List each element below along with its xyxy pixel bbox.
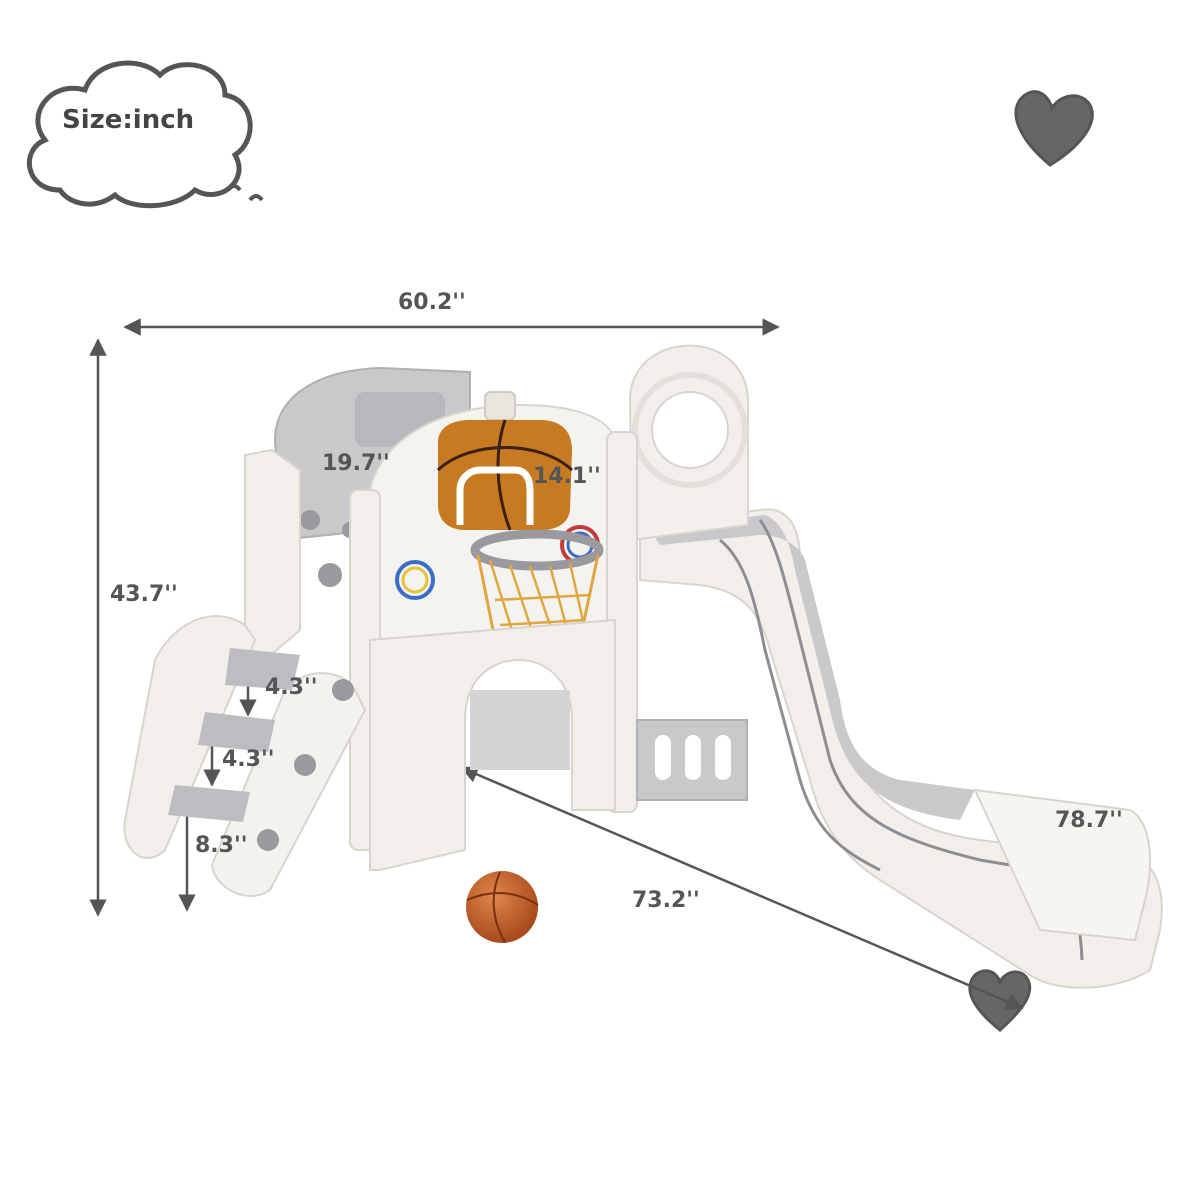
rear-panel (628, 344, 749, 542)
cloud-badge (27, 60, 264, 209)
slide-length-label: 78.7'' (1055, 808, 1123, 833)
heart-icon (1014, 90, 1094, 167)
bottom-step-label: 8.3'' (195, 833, 248, 858)
basketball-hoop (470, 529, 604, 642)
heart-icon (968, 969, 1032, 1032)
left-side-panel (244, 448, 301, 662)
base-arch (369, 618, 748, 871)
slide (639, 508, 1163, 989)
step-height-label-2: 4.3'' (222, 747, 275, 772)
basketball-backboard (436, 419, 574, 531)
size-unit-label: Size:inch (62, 105, 195, 135)
ladder (123, 615, 367, 897)
overall-height-label: 43.7'' (110, 582, 178, 607)
inner-width-label: 14.1'' (533, 464, 601, 489)
step-height-label-1: 4.3'' (265, 675, 318, 700)
overall-width-label: 60.2'' (398, 290, 466, 315)
total-length-label: 73.2'' (632, 888, 700, 913)
basketball (466, 871, 539, 943)
depth-label: 19.7'' (322, 451, 390, 476)
